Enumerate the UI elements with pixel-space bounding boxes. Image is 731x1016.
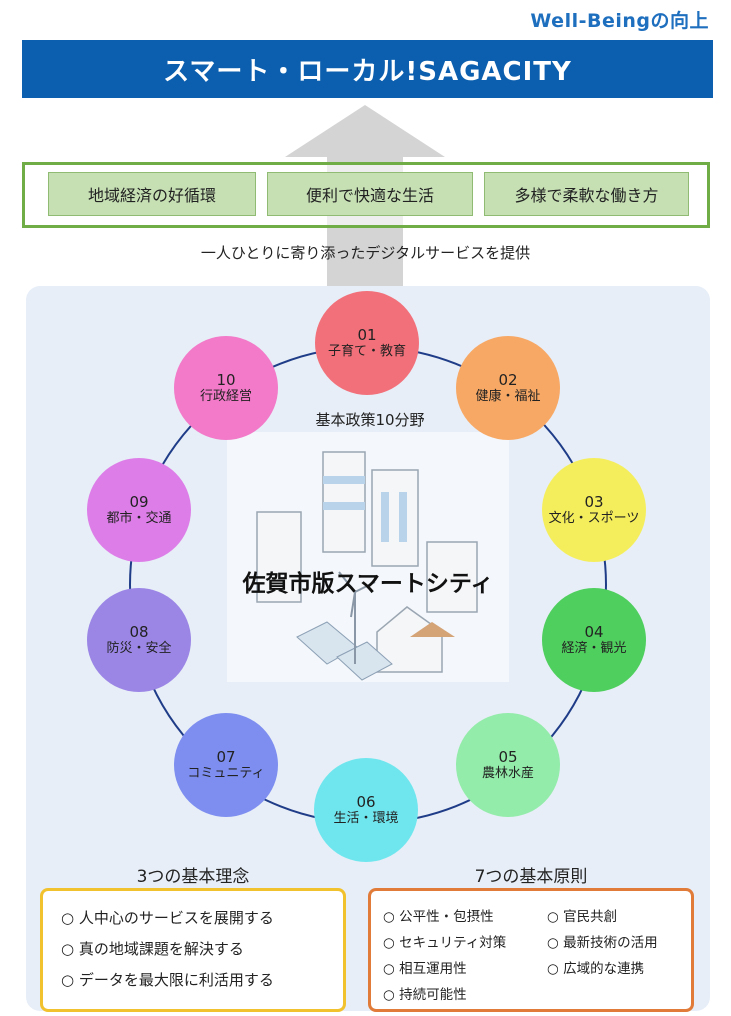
policy-node-09: 09 都市・交通 bbox=[87, 458, 191, 562]
policy-num: 01 bbox=[357, 325, 377, 344]
policy-node-05: 05 農林水産 bbox=[456, 713, 560, 817]
principle-item: ○ 最新技術の活用 bbox=[547, 935, 658, 951]
policy-num: 07 bbox=[216, 747, 236, 766]
policy-label: 文化・スポーツ bbox=[548, 511, 640, 527]
policy-node-07: 07 コミュニティ bbox=[174, 713, 278, 817]
principles-heading: 7つの基本原則 bbox=[474, 867, 588, 887]
policy-node-01: 01 子育て・教育 bbox=[315, 291, 419, 395]
policy-node-10: 10 行政経営 bbox=[174, 336, 278, 440]
policy-node-02: 02 健康・福祉 bbox=[456, 336, 560, 440]
policy-node-08: 08 防災・安全 bbox=[87, 588, 191, 692]
policy-num: 02 bbox=[498, 370, 518, 389]
policy-num: 09 bbox=[129, 492, 149, 511]
principle-item: ○ セキュリティ対策 bbox=[383, 935, 507, 951]
policy-num: 05 bbox=[498, 747, 518, 766]
policy-label: コミュニティ bbox=[187, 766, 265, 782]
title-banner: スマート・ローカル!SAGACITY bbox=[22, 40, 713, 98]
philosophy-item: ○ データを最大限に利活用する bbox=[61, 971, 274, 989]
policy-label: 経済・観光 bbox=[561, 641, 627, 657]
policy-areas-label: 基本政策10分野 bbox=[315, 411, 425, 429]
policy-label: 都市・交通 bbox=[106, 511, 172, 527]
policy-label: 生活・環境 bbox=[333, 811, 399, 827]
center-title: 佐賀市版スマートシティ bbox=[242, 571, 494, 597]
city-buildings-icon bbox=[256, 451, 478, 681]
principles-box: ○ 公平性・包摂性 ○ セキュリティ対策 ○ 相互運用性 ○ 持続可能性 ○ 官… bbox=[368, 888, 694, 1012]
page-title: スマート・ローカル!SAGACITY bbox=[163, 56, 572, 87]
policy-label: 行政経営 bbox=[199, 389, 252, 405]
policy-label: 健康・福祉 bbox=[475, 389, 541, 405]
philosophy-box: ○ 人中心のサービスを展開する ○ 真の地域課題を解決する ○ データを最大限に… bbox=[40, 888, 346, 1012]
philosophy-item: ○ 真の地域課題を解決する bbox=[61, 940, 244, 958]
goal-flexible-work: 多様で柔軟な働き方 bbox=[484, 172, 689, 216]
principle-item: ○ 公平性・包摂性 bbox=[383, 909, 494, 925]
smart-city-illustration bbox=[227, 432, 509, 682]
policy-label: 子育て・教育 bbox=[327, 344, 406, 360]
policy-num: 04 bbox=[584, 622, 604, 641]
philosophy-item: ○ 人中心のサービスを展開する bbox=[61, 909, 274, 927]
philosophy-heading: 3つの基本理念 bbox=[136, 867, 250, 887]
policy-num: 06 bbox=[356, 792, 376, 811]
goal-regional-economy: 地域経済の好循環 bbox=[48, 172, 256, 216]
principle-item: ○ 官民共創 bbox=[547, 909, 618, 925]
up-arrow-icon bbox=[285, 105, 445, 435]
principle-item: ○ 持続可能性 bbox=[383, 987, 467, 1003]
policy-node-04: 04 経済・観光 bbox=[542, 588, 646, 692]
policy-label: 農林水産 bbox=[481, 766, 534, 782]
policy-num: 03 bbox=[584, 492, 604, 511]
policy-num: 08 bbox=[129, 622, 149, 641]
principle-item: ○ 相互運用性 bbox=[383, 961, 467, 977]
policy-label: 防災・安全 bbox=[106, 641, 172, 657]
service-caption: 一人ひとりに寄り添ったデジタルサービスを提供 bbox=[200, 244, 531, 262]
principle-item: ○ 広域的な連携 bbox=[547, 961, 645, 977]
policy-num: 10 bbox=[216, 370, 236, 389]
policy-node-06: 06 生活・環境 bbox=[314, 758, 418, 862]
wellbeing-label: Well-Beingの向上 bbox=[530, 10, 709, 32]
policy-node-03: 03 文化・スポーツ bbox=[542, 458, 646, 562]
goal-convenient-life: 便利で快適な生活 bbox=[267, 172, 473, 216]
